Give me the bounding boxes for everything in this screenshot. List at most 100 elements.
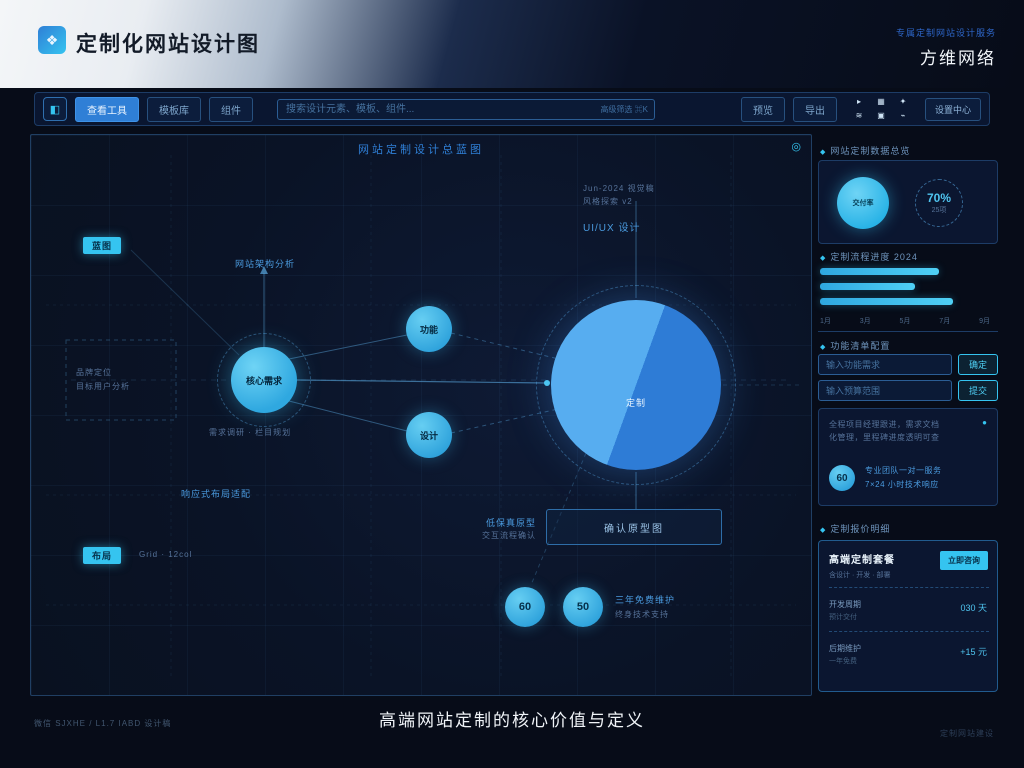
price-row-sub-2: 一年免费	[829, 658, 857, 665]
search-input[interactable]	[277, 98, 655, 120]
annotation-architecture: 网站架构分析	[234, 259, 295, 269]
submit-button[interactable]: 提交	[958, 380, 998, 401]
sidebar: ◆网站定制数据总览 交付率 70% 25项 ◆定制流程进度 2024 1月 3月…	[818, 136, 1000, 700]
form-title: ◆功能清单配置	[820, 339, 890, 352]
budget-input[interactable]	[818, 380, 952, 401]
bar-2	[820, 283, 916, 290]
pricing-card: 高端定制套餐 含设计 · 开发 · 部署 立即咨询 开发周期 预计交付 030 …	[818, 540, 998, 692]
dot-icon: ●	[982, 418, 987, 427]
price-row-sub-1: 预计交付	[829, 614, 857, 621]
pie-outer-ring	[536, 285, 736, 485]
feature-input[interactable]	[818, 354, 952, 375]
note-line-1: 全程项目经理跟进，需求文档	[829, 420, 940, 429]
tool-button-components[interactable]: 组件	[209, 96, 253, 122]
annotation-grid: Grid · 12col	[139, 550, 193, 559]
design-node[interactable]: 设计	[406, 412, 452, 458]
footer-headline: 高端网站定制的核心价值与定义	[379, 711, 645, 730]
service-note-card: ● 全程项目经理跟进，需求文档 化管理，里程碑进度透明可查 60 专业团队一对一…	[818, 408, 998, 506]
price-row-value-2: +15 元	[960, 647, 987, 657]
diamond-icon: ◆	[820, 344, 827, 351]
note-blue-1: 专业团队一对一服务	[865, 466, 942, 475]
sidebar-divider	[818, 331, 998, 332]
tick-label: 5月	[899, 318, 911, 325]
price-row-value-1: 030 天	[960, 603, 987, 613]
price-divider	[829, 631, 989, 632]
diamond-icon: ◆	[820, 527, 827, 534]
annotation-stat-1: 三年免费维护	[615, 595, 676, 605]
chart-title-text: 定制流程进度 2024	[830, 252, 918, 262]
main-pie-node[interactable]: 定制	[551, 300, 721, 470]
price-title-text: 定制报价明细	[830, 524, 891, 534]
annotation-top-1: Jun-2024 视觉稿	[583, 184, 655, 193]
confirm-button[interactable]: 确定	[958, 354, 998, 375]
note-badge: 60	[829, 465, 855, 491]
search-hint: 高级筛选 ⌘K	[600, 104, 648, 114]
tag-layout[interactable]: 布局	[83, 547, 122, 564]
annotation-uiux: UI/UX 设计	[583, 223, 641, 234]
logo-glyph-icon: ❖	[45, 31, 59, 48]
chart-title: ◆定制流程进度 2024	[820, 250, 918, 263]
delivery-donut: 交付率	[837, 177, 889, 229]
package-title: 高端定制套餐	[829, 555, 895, 566]
header-tagline: 专属定制网站设计服务	[895, 28, 996, 38]
layers-icon[interactable]: ≋	[855, 111, 863, 120]
price-title: ◆定制报价明细	[820, 522, 890, 535]
package-header: 高端定制套餐 含设计 · 开发 · 部署	[829, 551, 895, 580]
core-node-ring	[217, 333, 311, 427]
page-title: 定制化网站设计图	[76, 33, 260, 56]
annotation-top-2: 风格探索 v2	[583, 197, 633, 206]
tool-button-templates[interactable]: 模板库	[147, 96, 201, 122]
core-requirement-node[interactable]: 核心需求	[231, 347, 297, 413]
note-line-2: 化管理，里程碑进度透明可查	[829, 433, 940, 442]
sidebar-overview-title: ◆网站定制数据总览	[820, 144, 910, 157]
annotation-core-sub: 需求调研 · 栏目规划	[209, 428, 292, 437]
price-row-label-2: 后期维护	[829, 644, 861, 653]
price-divider	[829, 587, 989, 588]
annotation-stat-2: 终身技术支持	[615, 610, 669, 619]
tool-button-view[interactable]: 查看工具	[75, 96, 139, 122]
tick-label: 9月	[979, 318, 990, 325]
toolbar-icon-cluster: ▸ ▦ ✦ ≋ ▣ ⌁	[851, 96, 911, 122]
target-icon[interactable]: ◎	[791, 141, 801, 153]
export-button[interactable]: 导出	[792, 96, 837, 122]
toolbar-right-group: 预览 导出 ▸ ▦ ✦ ≋ ▣ ⌁ 设置中心	[740, 96, 981, 122]
toolbar-logo-icon[interactable]: ◧	[43, 97, 67, 121]
footer-right-note: 定制网站建设	[940, 729, 994, 738]
stat-circle-2[interactable]: 50	[563, 587, 603, 627]
form-row-1: 确定	[818, 354, 998, 375]
chart-axis-ticks: 1月 3月 5月 7月 9月	[820, 316, 990, 326]
toolbar-logo-glyph-icon: ◧	[49, 103, 61, 116]
note-blue-2: 7×24 小时技术响应	[865, 480, 939, 489]
stat-circle-1[interactable]: 60	[505, 587, 545, 627]
annotation-audience: 目标用户分析	[76, 382, 130, 391]
diamond-icon: ◆	[820, 255, 827, 262]
feature-node[interactable]: 功能	[406, 306, 452, 352]
prototype-box[interactable]: 确认原型图	[546, 509, 722, 545]
gauge-value: 70%	[926, 191, 952, 205]
design-canvas[interactable]: 网站定制设计总蓝图 ◎ 蓝图 布局 核心需求 功能 设计 定制 确认原型图 60…	[30, 134, 812, 696]
align-icon[interactable]: ▸	[856, 97, 861, 106]
tag-blueprint[interactable]: 蓝图	[83, 237, 122, 254]
app-logo-icon: ❖	[38, 26, 66, 54]
pie-center-label: 定制	[625, 397, 646, 408]
effects-icon[interactable]: ✦	[899, 97, 907, 106]
tick-label: 3月	[859, 318, 871, 325]
price-row-label-1: 开发周期	[829, 600, 861, 609]
header: ❖ 定制化网站设计图 专属定制网站设计服务 方维网络	[0, 0, 1024, 88]
overview-title-text: 网站定制数据总览	[830, 146, 911, 156]
tick-label: 7月	[939, 318, 951, 325]
more-icon[interactable]: ⌁	[900, 111, 906, 120]
grid-icon[interactable]: ▦	[877, 97, 885, 106]
annotation-responsive: 响应式布局适配	[181, 489, 252, 499]
settings-button[interactable]: 设置中心	[924, 97, 981, 121]
package-sub: 含设计 · 开发 · 部署	[829, 572, 891, 579]
progress-gauge: 70% 25项	[915, 179, 963, 227]
brand-name: 方维网络	[920, 49, 996, 68]
preview-button[interactable]: 预览	[740, 96, 785, 122]
consult-button[interactable]: 立即咨询	[940, 551, 988, 570]
annotation-brand: 品牌定位	[76, 368, 112, 377]
frame-icon[interactable]: ▣	[877, 111, 885, 120]
diamond-icon: ◆	[820, 149, 827, 156]
toolbar: ◧ 查看工具 模板库 组件 高级筛选 ⌘K 预览 导出 ▸ ▦ ✦ ≋ ▣ ⌁ …	[34, 92, 990, 126]
canvas-title: 网站定制设计总蓝图	[358, 144, 484, 156]
